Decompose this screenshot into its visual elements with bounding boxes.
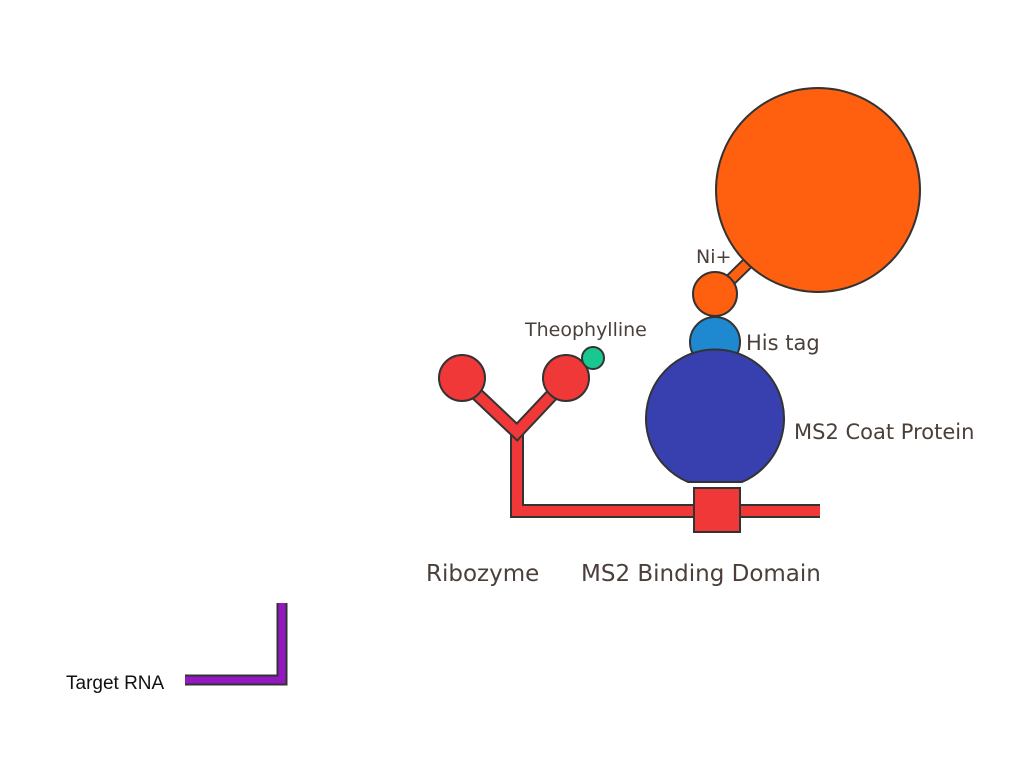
ribozyme-left-loop bbox=[438, 354, 486, 402]
label-ms2-binding-domain: MS2 Binding Domain bbox=[581, 561, 821, 587]
label-theophylline: Theophylline bbox=[524, 319, 647, 341]
label-his-tag: His tag bbox=[746, 331, 820, 355]
nickel-bead-group bbox=[692, 87, 921, 317]
ms2-coat-protein-shape bbox=[645, 348, 785, 483]
label-ni: Ni+ bbox=[696, 246, 731, 268]
ribozyme-arms bbox=[438, 354, 590, 442]
nickel-bead bbox=[715, 87, 921, 293]
ms2-binding-domain-block bbox=[693, 487, 741, 533]
target-rna-fill bbox=[185, 603, 286, 684]
label-ribozyme: Ribozyme bbox=[426, 561, 539, 587]
target-rna-outline bbox=[185, 603, 288, 686]
label-ms2-coat-protein: MS2 Coat Protein bbox=[794, 420, 974, 444]
label-target-rna: Target RNA bbox=[66, 673, 165, 694]
target-rna-strand bbox=[185, 603, 288, 686]
ribozyme-right-loop bbox=[542, 354, 590, 402]
theophylline-molecule bbox=[581, 346, 605, 370]
ribozyme-arms-fill bbox=[458, 376, 570, 440]
ni-ion-node bbox=[692, 271, 738, 317]
